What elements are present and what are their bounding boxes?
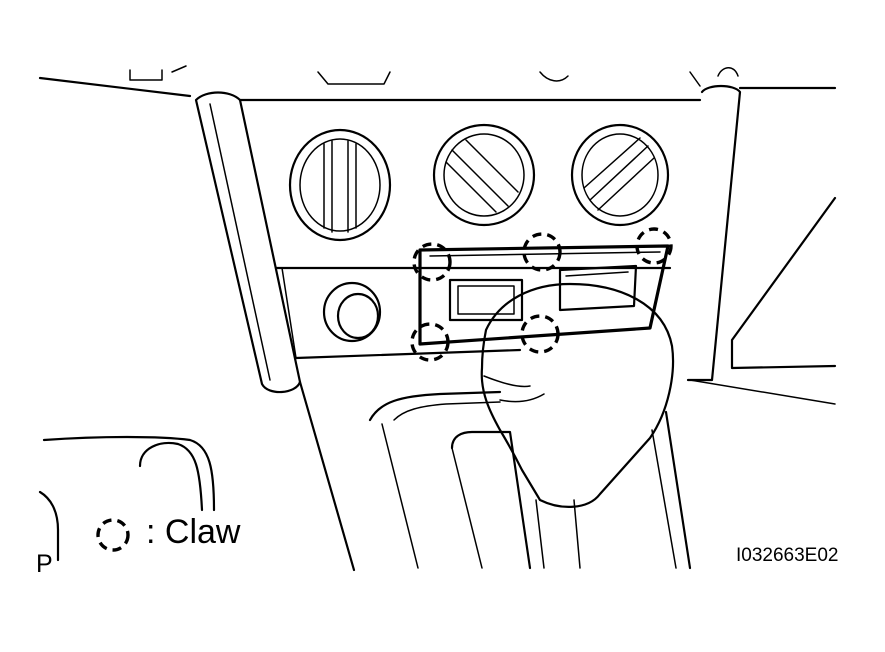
legend-label: : Claw bbox=[146, 513, 241, 551]
claw-marker-top-left bbox=[412, 242, 452, 282]
figure-code: I032663E02 bbox=[736, 545, 839, 566]
left-trim-pillar bbox=[194, 91, 302, 394]
shift-lever bbox=[480, 282, 675, 569]
claw-marker-top-right bbox=[635, 227, 673, 265]
corner-letter: P bbox=[36, 550, 53, 578]
switch-bezel-panel bbox=[418, 244, 670, 346]
seat-outline bbox=[38, 435, 216, 562]
upper-dashboard bbox=[38, 65, 837, 98]
lower-console bbox=[298, 380, 692, 572]
right-trim-pillar bbox=[686, 84, 837, 405]
claw-marker-top-center bbox=[522, 232, 562, 272]
control-knob bbox=[322, 281, 382, 343]
air-vent-center bbox=[432, 123, 536, 227]
claw-marker-bottom-left bbox=[410, 322, 450, 362]
air-vent-right bbox=[570, 123, 670, 227]
air-vent-left bbox=[288, 128, 392, 242]
dashed-circle-icon bbox=[96, 518, 130, 552]
claw-markers bbox=[410, 227, 673, 362]
claw-marker-bottom-center bbox=[520, 314, 560, 354]
